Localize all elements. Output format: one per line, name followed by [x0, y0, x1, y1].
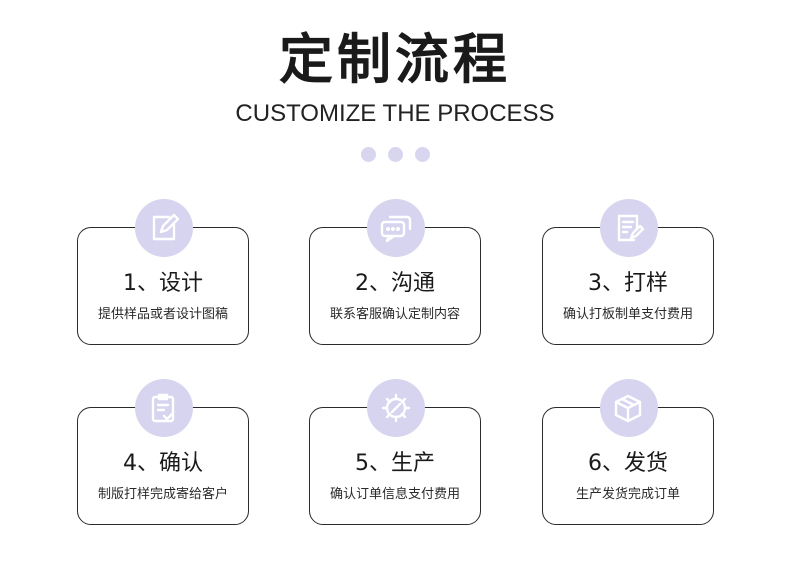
step-description: 生产发货完成订单 [575, 487, 680, 502]
tools-icon [367, 379, 425, 437]
dot [360, 147, 376, 162]
step-title: 5、生产 [355, 451, 435, 476]
step-card-shipping: 6、发货 生产发货完成订单 [542, 407, 714, 525]
step-description: 制版打样完成寄给客户 [97, 487, 228, 502]
step-title: 6、发货 [588, 451, 668, 476]
step-description: 联系客服确认定制内容 [329, 307, 460, 322]
page-subtitle: CUSTOMIZE THE PROCESS [235, 100, 555, 127]
dot [387, 147, 403, 162]
page-title: 定制流程 [279, 28, 511, 91]
step-title: 2、沟通 [355, 271, 435, 296]
dot [414, 147, 430, 162]
decorative-dots [0, 147, 790, 162]
edit-icon [135, 199, 193, 257]
step-title: 3、打样 [588, 271, 668, 296]
step-description: 确认订单信息支付费用 [329, 487, 460, 502]
document-icon [600, 199, 658, 257]
step-title: 4、确认 [123, 451, 203, 476]
step-title: 1、设计 [123, 271, 203, 296]
package-icon [600, 379, 658, 437]
chat-icon [367, 199, 425, 257]
checklist-icon [135, 379, 193, 437]
step-description: 确认打板制单支付费用 [562, 307, 693, 322]
step-description: 提供样品或者设计图稿 [97, 307, 228, 322]
